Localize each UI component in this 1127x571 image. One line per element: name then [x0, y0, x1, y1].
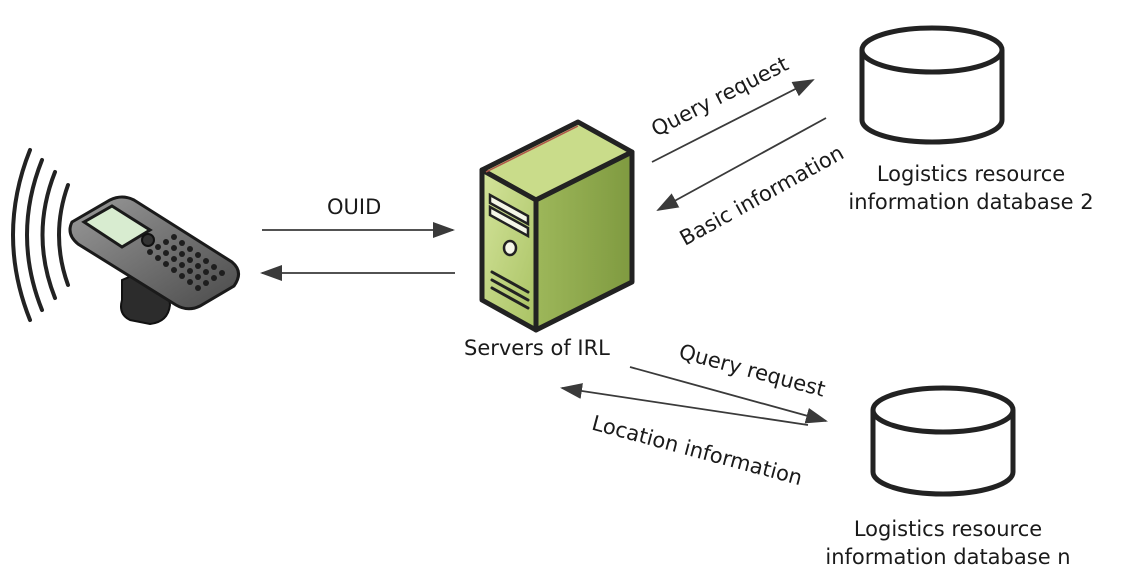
server-label: Servers of IRL	[464, 336, 610, 360]
database-2-label-line2: information database 2	[848, 190, 1094, 214]
database-n-label: Logistics resource information database …	[803, 515, 1093, 571]
database-2-label: Logistics resource information database …	[840, 160, 1102, 216]
location-information-arrow	[560, 383, 809, 426]
database-n-label-line1: Logistics resource	[853, 517, 1043, 541]
handheld-scanner-icon	[11, 148, 240, 326]
database-n-label-line2: information database n	[825, 545, 1071, 569]
basic-information-arrow	[656, 117, 827, 211]
query-request-arrow-1	[651, 79, 815, 163]
ouid-label: OUID	[327, 195, 382, 219]
query-request-arrow-2	[629, 366, 828, 424]
database-2-icon	[859, 25, 1005, 145]
server-tower-icon	[479, 119, 635, 333]
database-2-label-line1: Logistics resource	[876, 162, 1066, 186]
database-n-icon	[870, 385, 1016, 497]
radio-waves-icon	[11, 148, 70, 322]
